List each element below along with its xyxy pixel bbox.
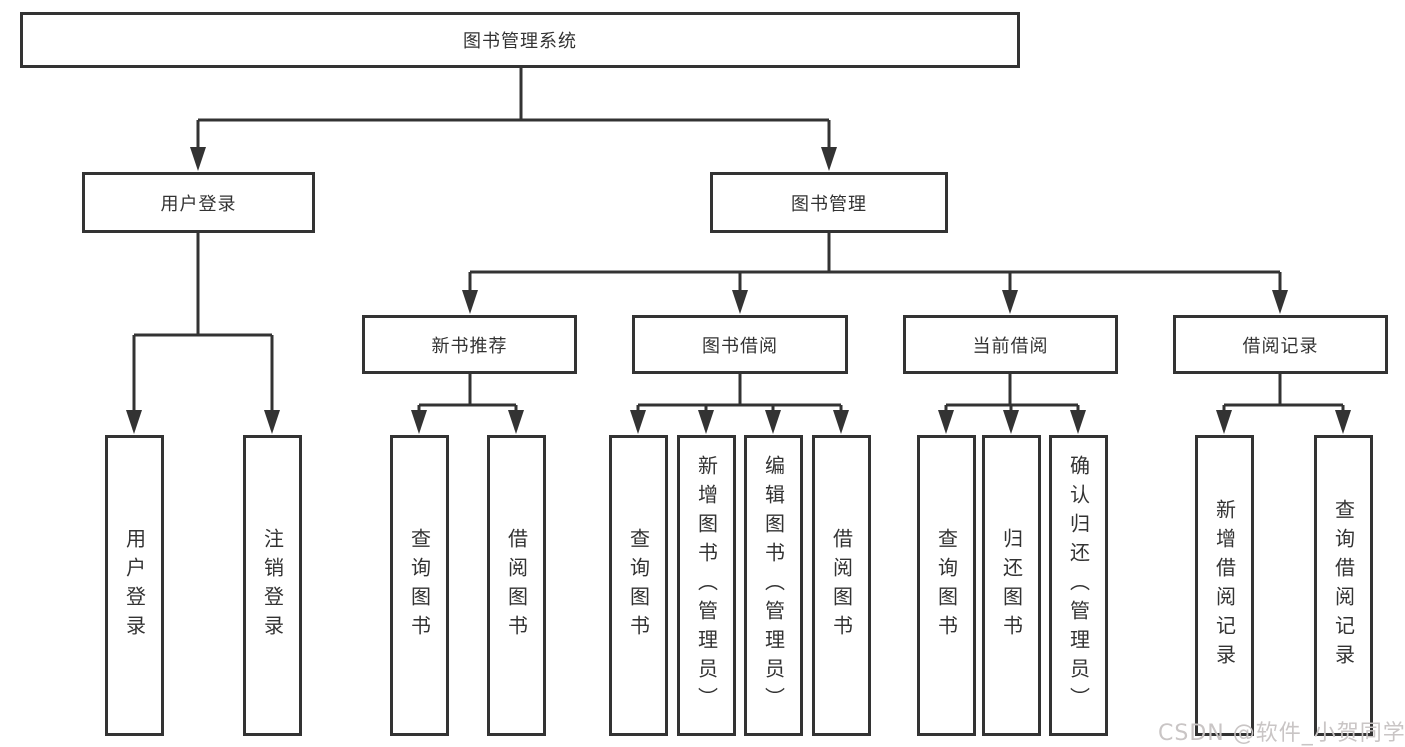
leaf-borrow-query-books: 查询图书 [609,435,668,736]
leaf-borrow-add-books-admin: 新增图书（管理员） [677,435,736,736]
leaf-records-add-record: 新增借阅记录 [1195,435,1254,736]
leaf-current-query-books: 查询图书 [917,435,976,736]
node-label: 查询图书 [934,527,959,644]
leaf-logout: 注销登录 [243,435,302,736]
leaf-recommend-borrow-books: 借阅图书 [487,435,546,736]
node-label: 查询图书 [626,527,651,644]
node-current-borrowing: 当前借阅 [903,315,1118,374]
leaf-borrow-borrow-books: 借阅图书 [812,435,871,736]
node-library-management-system: 图书管理系统 [20,12,1020,68]
leaf-current-confirm-return-admin: 确认归还（管理员） [1049,435,1108,736]
node-label: 当前借阅 [972,335,1049,357]
leaf-recommend-query-books: 查询图书 [390,435,449,736]
csdn-watermark: CSDN @软件_小贺同学 [1158,721,1405,746]
node-label: 查询借阅记录 [1331,498,1356,673]
leaf-records-query-record: 查询借阅记录 [1314,435,1373,736]
node-label: 借阅图书 [829,527,854,644]
node-new-book-recommend: 新书推荐 [362,315,577,374]
leaf-borrow-edit-books-admin: 编辑图书（管理员） [744,435,803,736]
leaf-current-return-books: 归还图书 [982,435,1041,736]
node-label: 图书管理系统 [463,31,577,52]
node-label: 用户登录 [160,193,237,215]
node-label: 图书借阅 [702,335,778,357]
node-label: 编辑图书（管理员） [761,455,786,716]
node-label: 借阅图书 [504,527,529,644]
node-label: 确认归还（管理员） [1066,455,1091,716]
node-label: 注销登录 [260,527,285,644]
node-label: 归还图书 [999,527,1024,644]
node-label: 用户登录 [122,527,147,644]
node-borrowing-records: 借阅记录 [1173,315,1388,374]
node-label: 新增借阅记录 [1212,498,1237,673]
node-book-borrowing: 图书借阅 [632,315,848,374]
node-label: 借阅记录 [1242,335,1319,357]
node-label: 查询图书 [407,527,432,644]
node-label: 图书管理 [791,193,867,215]
leaf-user-login: 用户登录 [105,435,164,736]
node-label: 新书推荐 [431,335,508,357]
node-label: 新增图书（管理员） [694,455,719,716]
node-book-management: 图书管理 [710,172,948,233]
node-user-login: 用户登录 [82,172,315,233]
